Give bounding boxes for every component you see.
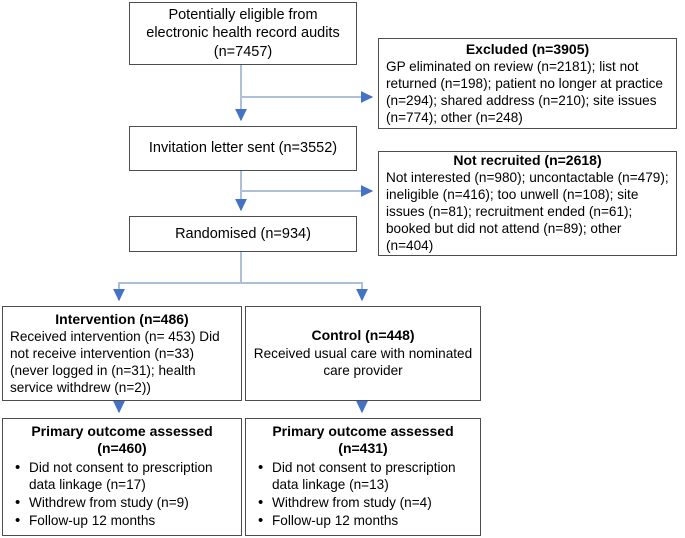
node-control-arm-title: Control (n=448) [311,327,415,344]
list-item: Follow-up 12 months [12,512,234,531]
node-intervention-arm-text: Received intervention (n= 453) Did not r… [10,328,220,395]
node-excluded: Excluded (n=3905) GP eliminated on revie… [378,38,677,129]
list-item: Follow-up 12 months [255,512,473,531]
node-randomised: Randomised (n=934) [129,216,357,252]
node-primary-outcome-intervention-list: Did not consent to prescription data lin… [10,459,234,531]
node-intervention-arm-title: Intervention (n=486) [55,310,189,327]
node-not-recruited: Not recruited (n=2618) Not interested (n… [378,151,677,256]
list-item: Withdrew from study (n=4) [255,494,473,513]
node-control-arm: Control (n=448) Received usual care with… [245,306,481,401]
node-not-recruited-text: Not interested (n=980); uncontactable (n… [386,170,669,254]
node-potentially-eligible: Potentially eligible from electronic hea… [129,2,357,65]
node-control-arm-text: Received usual care with nominated care … [253,345,473,378]
node-randomised-text: Randomised (n=934) [175,225,311,242]
node-primary-outcome-intervention: Primary outcome assessed (n=460) Did not… [2,418,242,536]
node-primary-outcome-control: Primary outcome assessed (n=431) Did not… [245,418,481,536]
node-primary-outcome-control-title: Primary outcome assessed (n=431) [272,422,454,457]
node-intervention-arm: Intervention (n=486) Received interventi… [2,306,242,401]
node-invitation-letter-sent-text: Invitation letter sent (n=3552) [148,140,338,157]
node-potentially-eligible-text: Potentially eligible from electronic hea… [146,7,340,60]
node-primary-outcome-control-list: Did not consent to prescription data lin… [253,459,473,531]
node-not-recruited-title: Not recruited (n=2618) [453,152,602,168]
list-item: Withdrew from study (n=9) [12,494,234,513]
node-primary-outcome-intervention-title: Primary outcome assessed (n=460) [31,422,213,457]
connector-randomised-split [113,252,368,302]
node-invitation-letter-sent: Invitation letter sent (n=3552) [129,126,357,171]
list-item: Did not consent to prescription data lin… [255,459,473,494]
node-excluded-title: Excluded (n=3905) [465,40,590,57]
node-excluded-text: GP eliminated on review (n=2181); list n… [386,58,663,125]
list-item: Did not consent to prescription data lin… [12,459,234,494]
